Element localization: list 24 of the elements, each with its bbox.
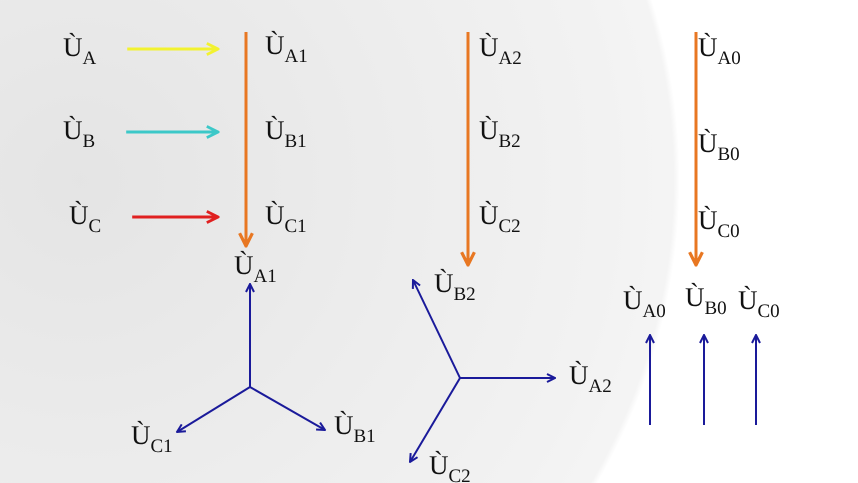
arrow — [132, 210, 220, 224]
phasor-label: Ù$_{A0}$ — [697, 32, 742, 62]
phasor-label: Ù$_{C1}$ — [264, 200, 308, 230]
phasor-label: Ù$_{C2}$ — [478, 200, 522, 230]
phasor-label: Ù$_{B1}$ — [333, 410, 377, 440]
phasor-label: Ù$_{A1}$ — [233, 250, 278, 280]
phasor-label: Ù$_{C0}$ — [737, 285, 781, 315]
arrow — [127, 42, 220, 56]
arrow — [126, 125, 220, 139]
phasor-label: Ù$_{B0}$ — [697, 128, 741, 158]
phasor-label: Ù$_{B1}$ — [264, 115, 308, 145]
phasor-label: Ù$_{B2}$ — [433, 268, 477, 298]
phasor-label: Ù$_{A2}$ — [478, 32, 523, 62]
phasor-label: Ù$_{A1}$ — [264, 30, 309, 60]
phasor-label: Ù$_{A0}$ — [622, 285, 667, 315]
phasor-label: Ù$_{B2}$ — [478, 115, 522, 145]
phasor-label: Ù$_{B0}$ — [684, 282, 728, 312]
phasor-label: Ù$_{C0}$ — [697, 205, 741, 235]
phasor-label: Ù$_{C2}$ — [428, 450, 472, 480]
phasor-label: Ù$_{A}$ — [62, 32, 98, 62]
phasor-label: Ù$_{B}$ — [62, 115, 96, 145]
phasor-label: Ù$_{C}$ — [68, 200, 102, 230]
phasor-label: Ù$_{C1}$ — [130, 420, 174, 450]
phasor-label: Ù$_{A2}$ — [568, 360, 613, 390]
